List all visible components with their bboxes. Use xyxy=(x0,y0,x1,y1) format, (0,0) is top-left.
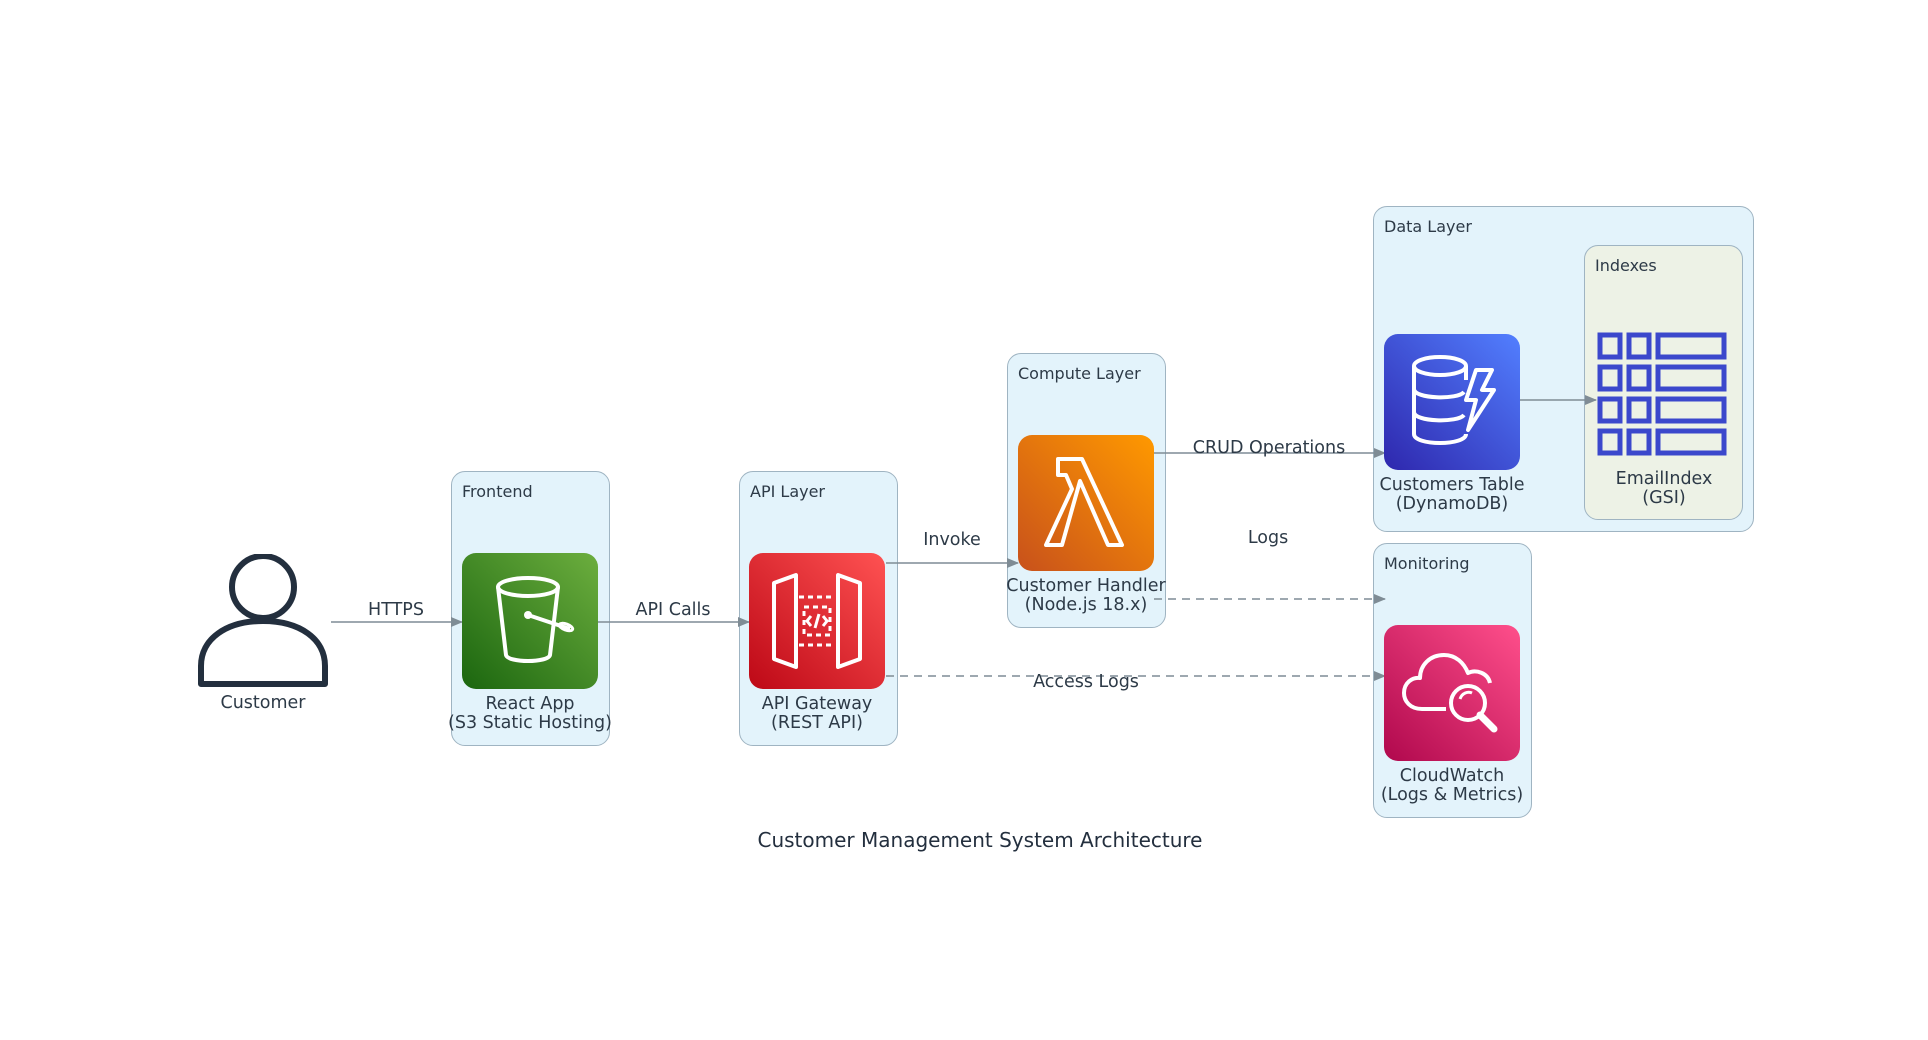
diagram-title: Customer Management System Architecture xyxy=(757,828,1203,852)
table-index-icon xyxy=(1596,330,1732,466)
email-index-label: EmailIndex xyxy=(1615,469,1713,489)
cluster-indexes: Indexes xyxy=(1584,245,1743,520)
cluster-label-indexes: Indexes xyxy=(1595,256,1657,275)
cloudwatch-label: CloudWatch xyxy=(1399,766,1505,786)
customer-handler-label: Customer Handler xyxy=(1006,576,1166,596)
edge-label-api-calls: API Calls xyxy=(635,600,711,620)
cloudwatch-sublabel: (Logs & Metrics) xyxy=(1380,785,1524,805)
api-gateway-sublabel: (REST API) xyxy=(771,713,863,733)
api-gateway-label: API Gateway xyxy=(761,694,873,714)
node-label-email-index: EmailIndex (GSI) xyxy=(1616,470,1713,508)
node-label-customer: Customer xyxy=(220,694,305,713)
edge-label-logs: Logs xyxy=(1247,528,1289,548)
user-icon xyxy=(196,553,332,690)
node-label-customers-table: Customers Table (DynamoDB) xyxy=(1380,476,1525,514)
customer-handler-sublabel: (Node.js 18.x) xyxy=(1024,595,1148,615)
edge-label-access-logs: Access Logs xyxy=(1033,672,1139,692)
customer-label: Customer xyxy=(220,693,306,713)
edge-label-invoke: Invoke xyxy=(923,530,981,550)
edge-label-crud: CRUD Operations xyxy=(1192,438,1346,458)
node-label-cloudwatch: CloudWatch (Logs & Metrics) xyxy=(1381,767,1523,805)
cluster-label-monitoring: Monitoring xyxy=(1384,554,1470,573)
node-label-customer-handler: Customer Handler (Node.js 18.x) xyxy=(1006,577,1165,615)
cloudwatch-icon xyxy=(1384,625,1520,761)
cluster-label-compute-layer: Compute Layer xyxy=(1018,364,1141,383)
edge-label-https: HTTPS xyxy=(368,600,424,620)
api-gateway-icon xyxy=(749,553,885,689)
cluster-label-api-layer: API Layer xyxy=(750,482,826,501)
s3-bucket-icon xyxy=(462,553,598,689)
cluster-label-data-layer: Data Layer xyxy=(1384,217,1472,236)
customers-table-label: Customers Table xyxy=(1379,475,1525,495)
dynamodb-icon xyxy=(1384,334,1520,470)
email-index-sublabel: (GSI) xyxy=(1642,488,1686,508)
react-app-label: React App xyxy=(485,694,575,714)
node-label-api-gateway: API Gateway (REST API) xyxy=(762,695,873,733)
cluster-label-frontend: Frontend xyxy=(462,482,533,501)
lambda-icon xyxy=(1018,435,1154,571)
customers-table-sublabel: (DynamoDB) xyxy=(1395,494,1509,514)
node-label-react-app: React App (S3 Static Hosting) xyxy=(448,695,612,733)
react-app-sublabel: (S3 Static Hosting) xyxy=(448,713,612,733)
